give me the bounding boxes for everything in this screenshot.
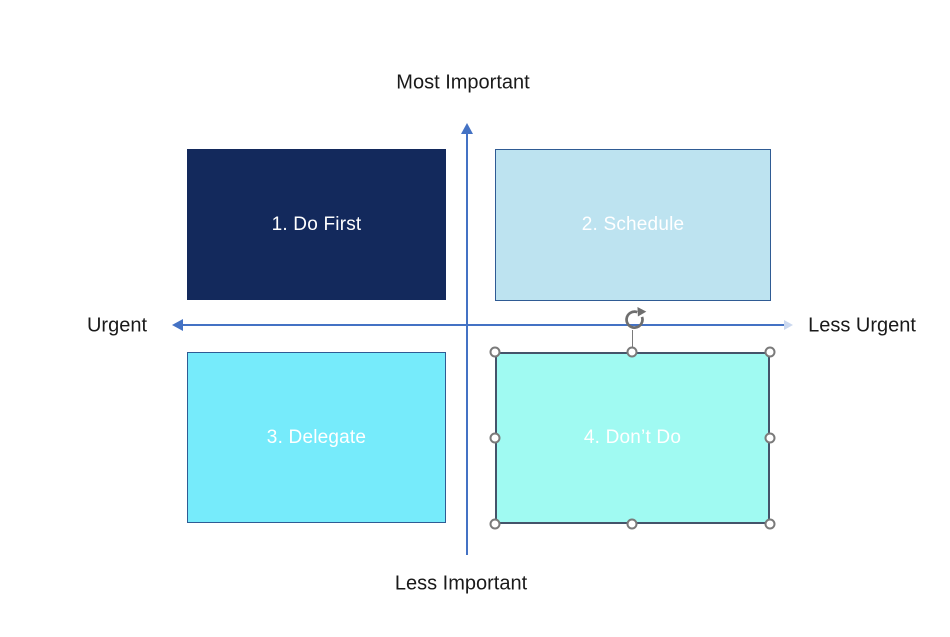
axis-arrow-up-icon [461,123,473,134]
vertical-axis-line[interactable] [466,133,468,555]
selection-handle-top-right[interactable] [764,346,776,358]
selection-handle-top-left[interactable] [489,346,501,358]
axis-arrow-left-icon [172,319,183,331]
quadrant-delegate[interactable]: 3. Delegate [187,352,446,523]
selection-handle-middle-left[interactable] [489,432,501,444]
quadrant-do-first[interactable]: 1. Do First [187,149,446,300]
label-less-urgent[interactable]: Less Urgent [808,314,916,337]
label-urgent[interactable]: Urgent [86,314,148,337]
quadrant-schedule-label: 2. Schedule [581,214,685,235]
quadrant-dont-do-label: 4. Don’t Do [583,427,682,448]
quadrant-delegate-label: 3. Delegate [266,426,367,448]
selection-handle-bottom-right[interactable] [764,518,776,530]
axis-arrow-right-icon [784,320,793,330]
selection-handle-top-middle[interactable] [626,346,638,358]
quadrant-schedule[interactable]: 2. Schedule [495,149,771,301]
horizontal-axis-line[interactable] [182,324,784,326]
rotate-handle-stem [632,330,633,352]
selection-handle-middle-right[interactable] [764,432,776,444]
selection-handle-bottom-middle[interactable] [626,518,638,530]
quadrant-dont-do[interactable]: 4. Don’t Do [495,352,770,524]
selection-handle-bottom-left[interactable] [489,518,501,530]
label-most-important[interactable]: Most Important [396,71,530,94]
quadrant-do-first-label: 1. Do First [271,213,362,235]
rotate-handle-icon[interactable] [622,306,647,331]
label-less-important[interactable]: Less Important [394,572,528,595]
